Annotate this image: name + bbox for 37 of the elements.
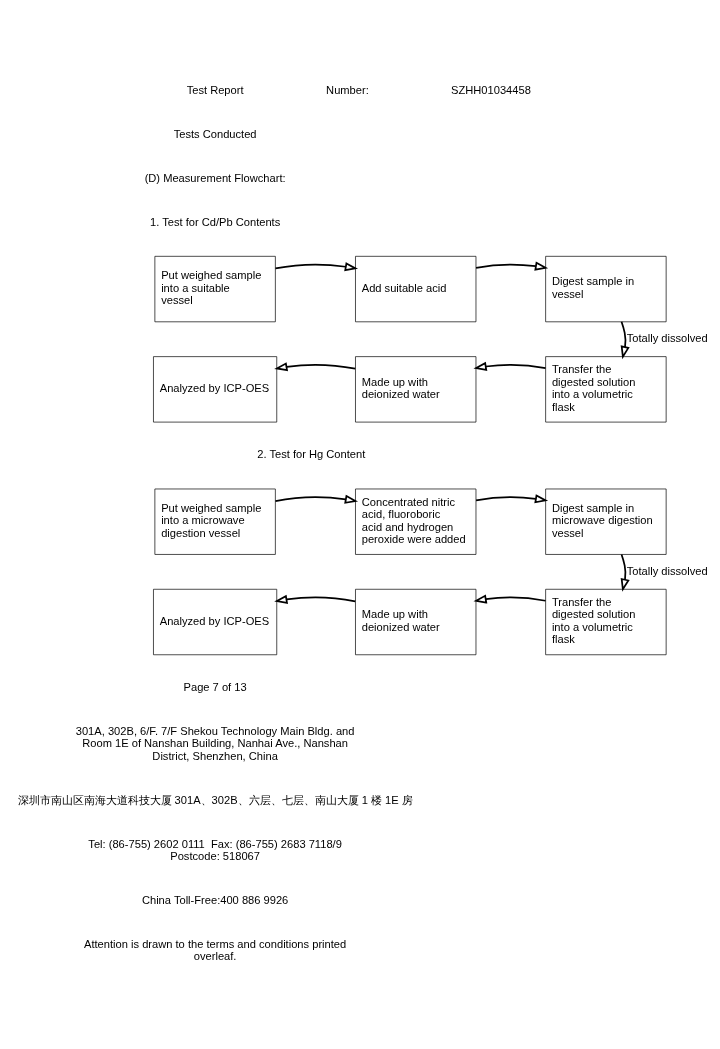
label: SZHH01034458 <box>451 83 531 96</box>
label: Page 7 of 13 <box>183 680 247 693</box>
arrow <box>475 261 549 271</box>
arrow <box>473 361 547 371</box>
arrow <box>274 494 359 504</box>
label: Number: <box>326 83 369 96</box>
node-box: Transfer the digested solution into a volumetric flask <box>545 356 667 423</box>
label: Tests Conducted <box>173 127 257 140</box>
label: Attention is drawn to the terms and conditions printed overleaf. <box>84 937 347 963</box>
node-box: Put weighed sample into a microwave digestion vessel <box>154 488 276 555</box>
label: China Toll-Free:400 886 9926 <box>141 893 289 906</box>
label: Test Report <box>186 83 244 96</box>
arrow <box>274 262 359 272</box>
label: 深圳市南山区南海大道科技大厦 301A、302B、六层、七层、南山大厦 1 楼 1E 房 <box>17 793 413 806</box>
label: 2. Test for Hg Content <box>257 448 366 461</box>
arrow <box>620 320 630 360</box>
arrow <box>473 594 547 604</box>
label: 1. Test for Cd/Pb Contents <box>149 215 281 228</box>
arrow <box>475 494 549 504</box>
label: (D) Measurement Flowchart: <box>144 171 286 184</box>
node-box: Transfer the digested solution into a volumetric flask <box>545 588 667 656</box>
edge-label: Totally dissolved <box>626 331 708 344</box>
arrow <box>274 594 357 604</box>
edge-label: Totally dissolved <box>626 564 708 577</box>
arrow <box>274 362 357 372</box>
label: 301A, 302B, 6/F. 7/F Shekou Technology Main Bldg. and Room 1E of Nanshan Building, Nanhai Ave., Nanshan District, Shenzhen, China <box>75 724 355 762</box>
label: Tel: (86-755) 2602 0111 Fax: (86-755) 2683 7118/9 Postcode: 518067 <box>88 837 342 863</box>
node-box: Add suitable acid <box>355 255 477 323</box>
node-box: Made up with deionized water <box>355 356 477 423</box>
node-box: Analyzed by ICP-OES <box>153 356 278 423</box>
node-box: Analyzed by ICP-OES <box>153 588 278 656</box>
arrow <box>620 553 630 592</box>
node-box: Digest sample in microwave digestion vessel <box>545 488 667 555</box>
node-box: Made up with deionized water <box>355 588 477 656</box>
node-box: Concentrated nitric acid, fluoroboric acid and hydrogen peroxide were added <box>355 488 477 555</box>
node-box: Put weighed sample into a suitable vessel <box>154 255 276 323</box>
node-box: Digest sample in vessel <box>545 255 667 323</box>
